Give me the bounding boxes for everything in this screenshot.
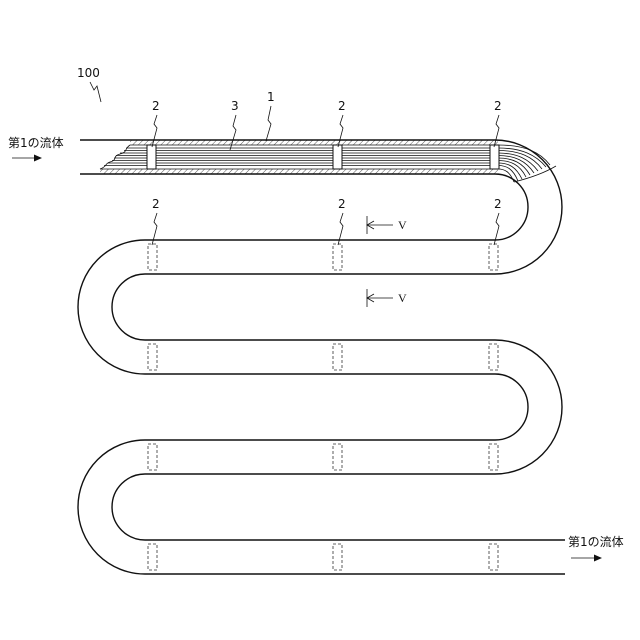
section-label-v-upper: V [398, 218, 407, 232]
label-spacer-2-top-c: 2 [494, 99, 502, 113]
section-marker-upper: V [367, 216, 407, 234]
leader-100 [90, 82, 101, 102]
label-spacer-2-mid-a: 2 [152, 197, 160, 211]
section-marker-lower: V [367, 289, 407, 307]
inlet-arrow [12, 155, 42, 162]
outlet-arrow [571, 555, 602, 562]
label-spacer-2-top-a: 2 [152, 99, 160, 113]
label-pipe-1: 1 [267, 90, 275, 104]
label-spacer-2-top-b: 2 [338, 99, 346, 113]
pipe-wall-hatching [100, 140, 498, 174]
section-label-v-lower: V [398, 291, 407, 305]
label-bundle-3: 3 [231, 99, 239, 113]
spacers-hidden [148, 244, 498, 570]
label-spacer-2-mid-c: 2 [494, 197, 502, 211]
tube-bundle [104, 145, 550, 182]
inlet-label: 第1の流体 [8, 136, 64, 150]
leader-pipe [266, 106, 271, 141]
label-assembly-100: 100 [77, 66, 100, 80]
outlet-label: 第1の流体 [568, 535, 624, 549]
label-spacer-2-mid-b: 2 [338, 197, 346, 211]
